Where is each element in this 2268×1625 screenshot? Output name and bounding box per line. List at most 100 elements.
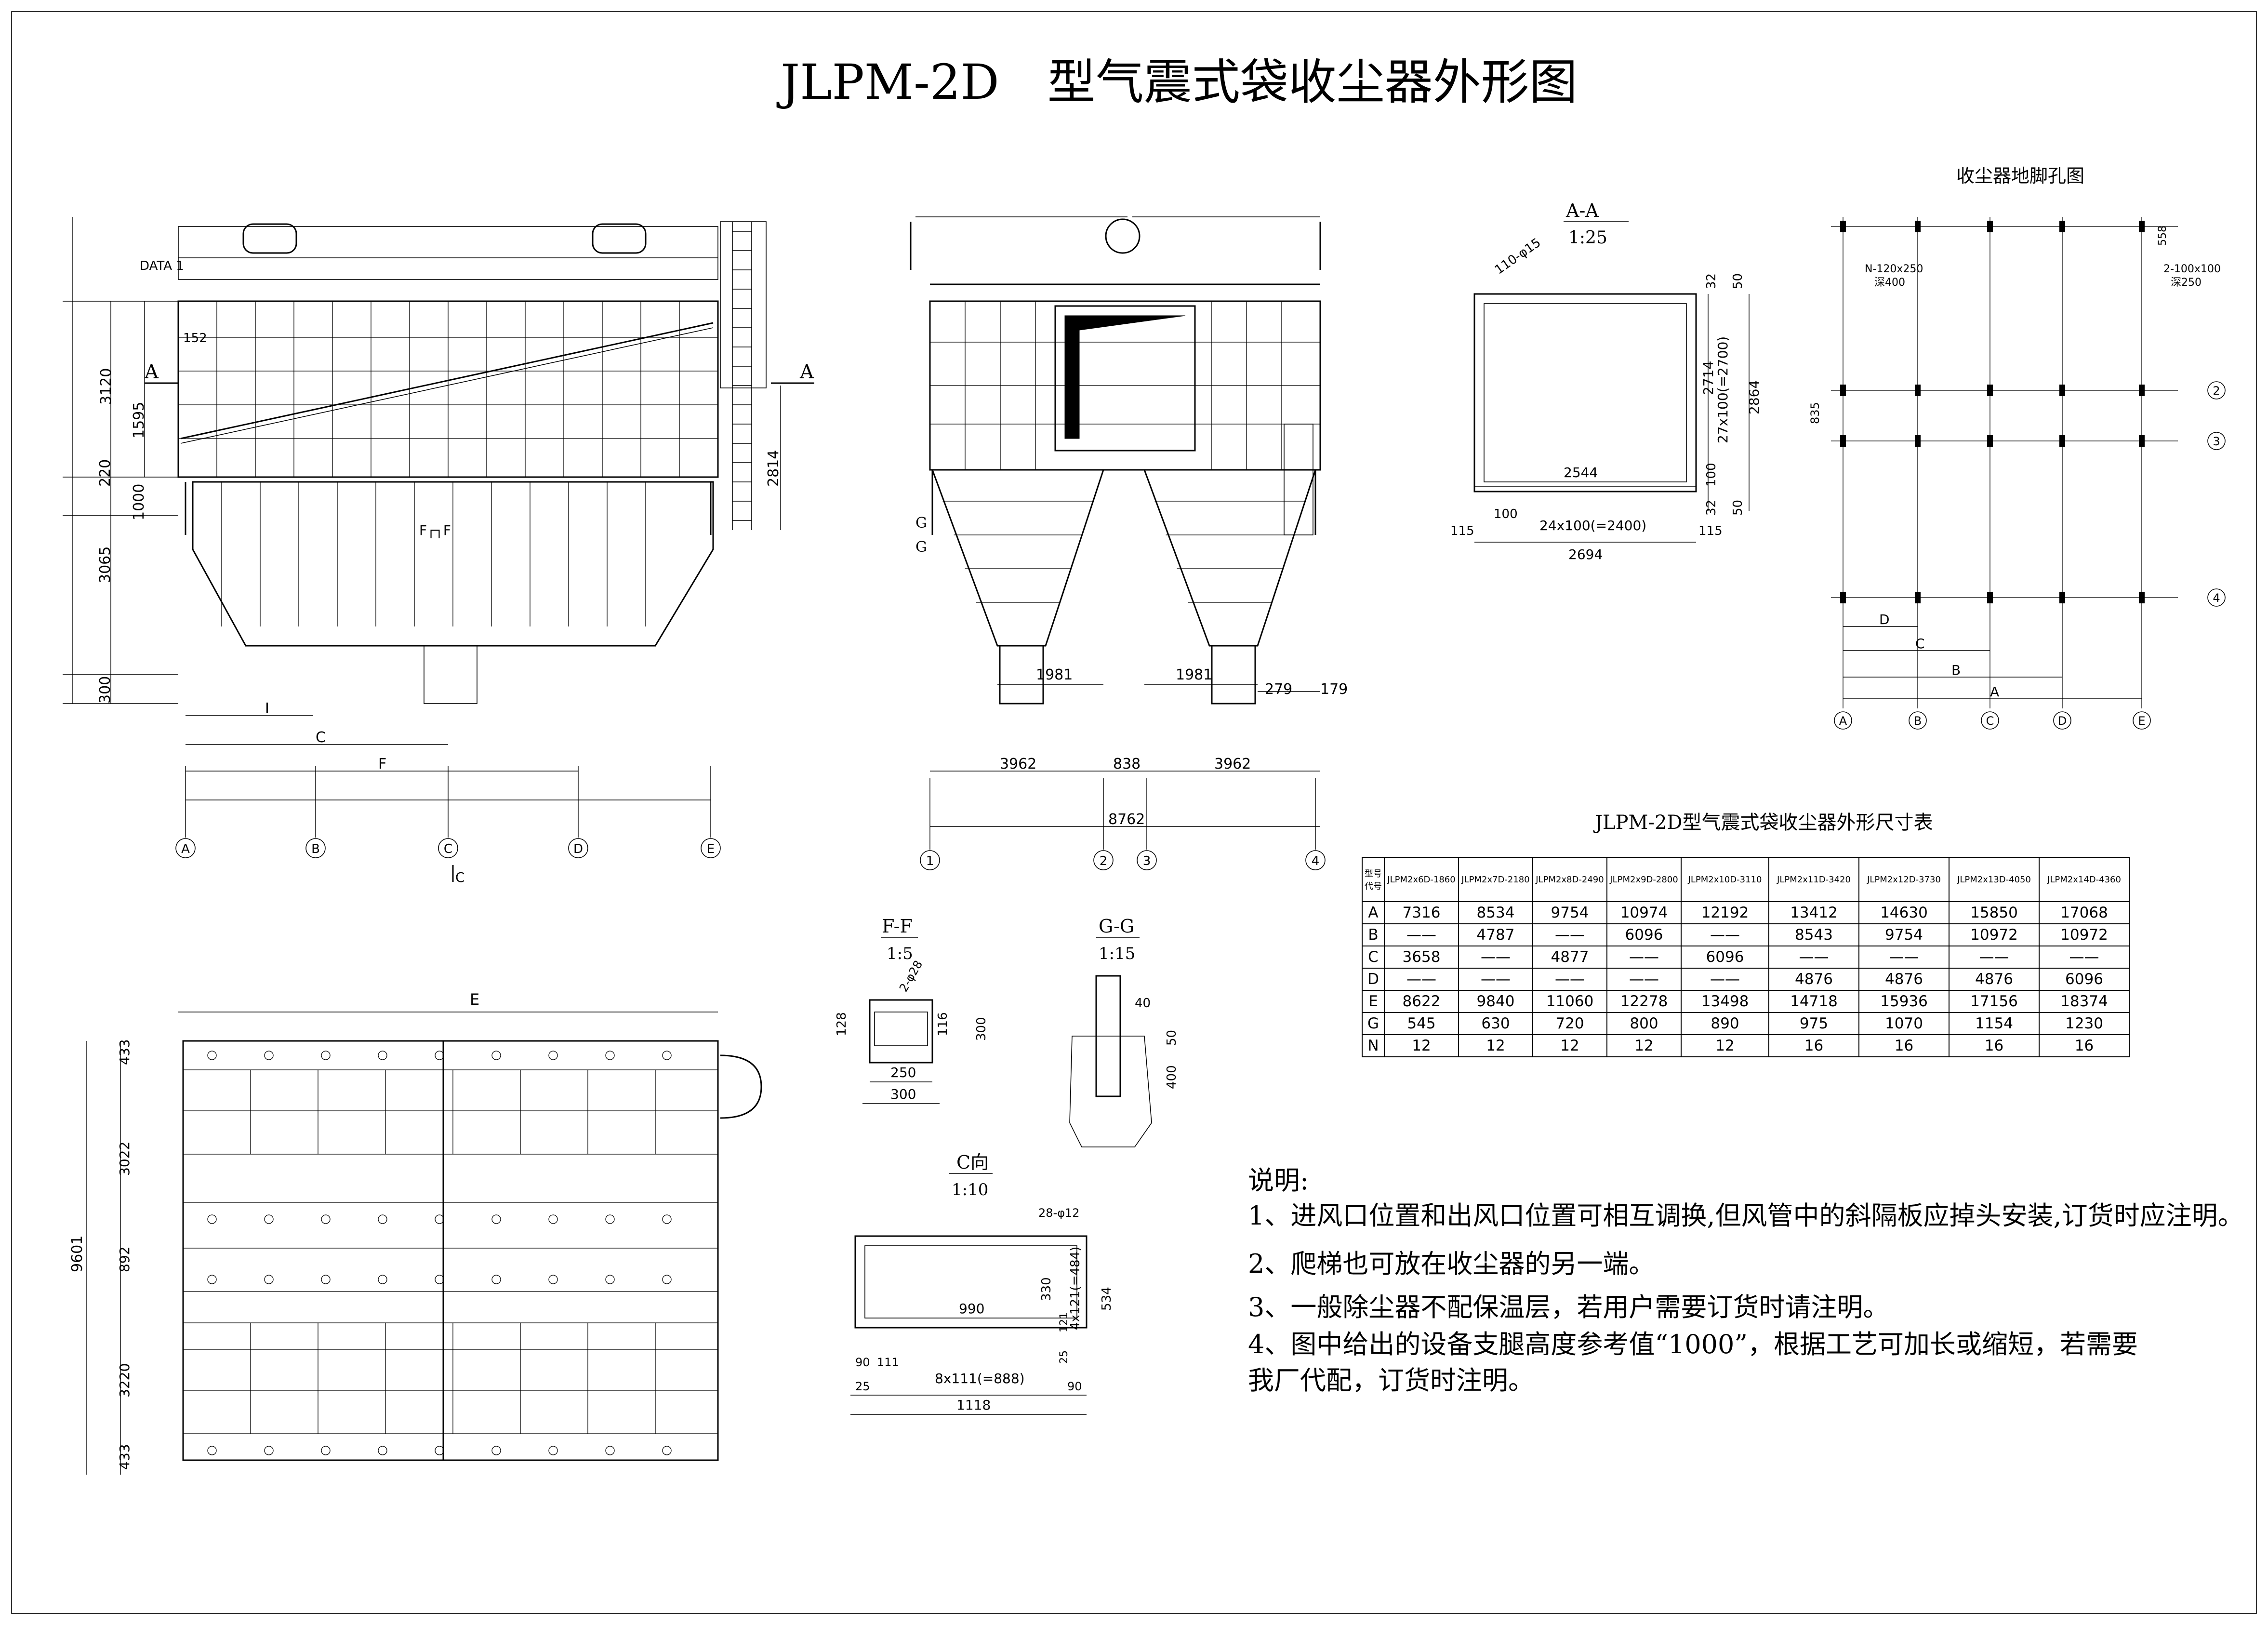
plan-view: E 433 3022 892 3220 433 9601 <box>69 990 762 1475</box>
axis-label: 1 <box>926 854 934 868</box>
axis-label: D <box>2058 714 2067 728</box>
table-cell: 8543 <box>1768 923 1859 946</box>
table-cell: 16 <box>1858 1034 1950 1057</box>
table-cell: 9754 <box>1858 923 1950 946</box>
table-cell: 10972 <box>2039 923 2130 946</box>
table-cell: 6096 <box>1606 923 1682 946</box>
note-item: 1、进风口位置和出风口位置可相互调换,但风管中的斜隔板应掉头安装,订货时应注明。 <box>1248 1200 2244 1231</box>
axis-bubble <box>568 838 588 858</box>
svg-text:27x100(=2700): 27x100(=2700) <box>1715 336 1731 443</box>
axis-label: 2 <box>2213 384 2220 398</box>
svg-text:300: 300 <box>890 1086 916 1102</box>
svg-text:50: 50 <box>1165 1030 1179 1046</box>
table-corner: 型号 代号 <box>1362 857 1385 902</box>
svg-text:24x100(=2400): 24x100(=2400) <box>1539 518 1646 533</box>
svg-text:F: F <box>378 756 386 773</box>
axis-bubble <box>1981 711 1999 730</box>
table-cell: 13412 <box>1768 901 1859 924</box>
svg-text:2-φ28: 2-φ28 <box>897 958 925 994</box>
axis-label: 3 <box>2213 435 2220 448</box>
row-key: N <box>1362 1034 1385 1057</box>
svg-text:G-G: G-G <box>1099 916 1134 937</box>
axis-bubble <box>2133 711 2151 730</box>
axis-bubble <box>2053 711 2071 730</box>
row-key: E <box>1362 990 1385 1013</box>
axis-bubble <box>1093 850 1114 870</box>
table-cell: —— <box>1384 968 1459 991</box>
svg-text:4x121(=484): 4x121(=484) <box>1068 1247 1083 1330</box>
note-item: 3、一般除尘器不配保温层，若用户需要订货时请注明。 <box>1248 1292 1889 1322</box>
table-cell: 3658 <box>1384 946 1459 969</box>
svg-text:1981: 1981 <box>1176 666 1212 683</box>
table-cell: 13498 <box>1681 990 1769 1013</box>
detail-c-view: C向 1:10 28-φ12 990 330 4x121(=484) 534 1… <box>850 1152 1114 1415</box>
table-cell: 14718 <box>1768 990 1859 1013</box>
row-key: A <box>1362 901 1385 924</box>
svg-text:111: 111 <box>877 1356 899 1369</box>
svg-text:300: 300 <box>974 1017 989 1041</box>
table-cell: 4876 <box>1858 968 1950 991</box>
table-cell: 18374 <box>2039 990 2130 1013</box>
table-cell: 1230 <box>2039 1012 2130 1035</box>
axis-bubble <box>2207 588 2226 607</box>
axis-bubble <box>1137 850 1157 870</box>
table-cell: 6096 <box>1681 946 1769 969</box>
svg-text:433: 433 <box>117 1039 133 1065</box>
row-key: C <box>1362 946 1385 969</box>
table-cell: —— <box>1681 968 1769 991</box>
side-view: G G 1981 1981 279 179 3962 838 3962 8762… <box>910 216 1348 870</box>
table-cell: 10974 <box>1606 901 1682 924</box>
axis-label: 4 <box>1312 854 1320 868</box>
axis-label: A <box>1839 714 1847 728</box>
table-cell: —— <box>1768 946 1859 969</box>
col-header: JLPM2x8D-2490 <box>1532 857 1607 902</box>
row-key: D <box>1362 968 1385 991</box>
svg-text:A: A <box>144 361 159 383</box>
svg-text:G: G <box>915 515 927 532</box>
svg-text:433: 433 <box>117 1444 133 1470</box>
svg-text:534: 534 <box>1100 1287 1114 1311</box>
table-caption: JLPM-2D型气震式袋收尘器外形尺寸表 <box>1593 812 1933 834</box>
table-cell: 15936 <box>1858 990 1950 1013</box>
table-cell: —— <box>1681 923 1769 946</box>
svg-text:50: 50 <box>1731 500 1745 516</box>
svg-text:1:5: 1:5 <box>887 944 913 963</box>
note-item: 我厂代配，订货时注明。 <box>1248 1365 1534 1396</box>
row-key: B <box>1362 923 1385 946</box>
svg-text:892: 892 <box>117 1247 133 1272</box>
table-cell: 890 <box>1681 1012 1769 1035</box>
sheet-border <box>11 11 2257 1614</box>
note-item: 2、爬梯也可放在收尘器的另一端。 <box>1248 1249 1655 1279</box>
svg-text:400: 400 <box>1165 1065 1179 1089</box>
section-aa: A-A 1:25 110-φ15 32 50 2714 27x100(=2700… <box>1450 200 1762 562</box>
svg-text:1000: 1000 <box>131 484 147 520</box>
corner-top: 型号 <box>1365 869 1382 879</box>
svg-text:3022: 3022 <box>117 1142 133 1176</box>
svg-text:330: 330 <box>1039 1277 1054 1301</box>
table-cell: 10972 <box>1949 923 2040 946</box>
svg-text:558: 558 <box>2157 226 2169 246</box>
detail-ff: F-F 1:5 2-φ28 128 116 300 250 300 <box>835 916 989 1104</box>
axis-bubble <box>1909 711 1927 730</box>
svg-text:9601: 9601 <box>69 1236 86 1272</box>
table-cell: —— <box>1384 923 1459 946</box>
svg-text:121: 121 <box>1058 1312 1070 1332</box>
svg-text:深400: 深400 <box>1874 277 1905 289</box>
row-key: G <box>1362 1012 1385 1035</box>
table-cell: —— <box>1858 946 1950 969</box>
table-cell: 4876 <box>1768 968 1859 991</box>
svg-text:990: 990 <box>959 1301 984 1317</box>
axis-label: 2 <box>1100 854 1108 868</box>
col-header: JLPM2x9D-2800 <box>1606 857 1682 902</box>
svg-text:25: 25 <box>855 1380 870 1393</box>
svg-text:100: 100 <box>1494 507 1518 521</box>
svg-text:G: G <box>915 539 927 556</box>
svg-text:1:15: 1:15 <box>1099 944 1135 963</box>
svg-text:116: 116 <box>936 1012 950 1036</box>
svg-text:3962: 3962 <box>1000 756 1036 773</box>
axis-bubble <box>438 838 458 858</box>
table-cell: 8534 <box>1458 901 1533 924</box>
